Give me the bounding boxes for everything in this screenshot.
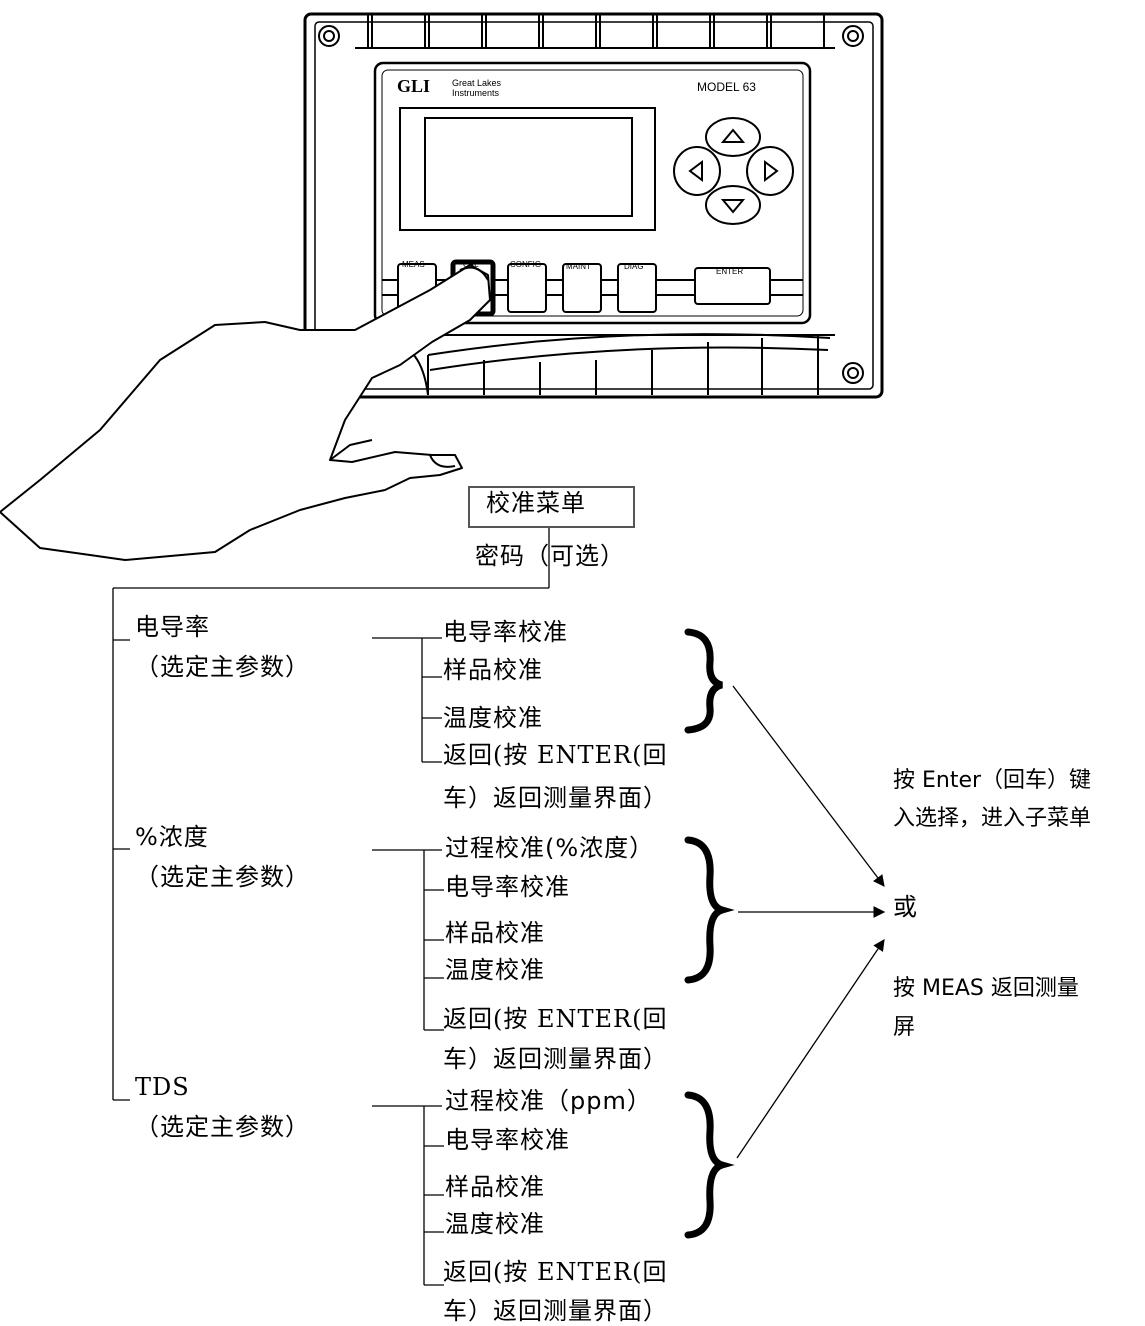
menu-item: 样品校准 xyxy=(445,1173,545,1201)
menu-item: 温度校准 xyxy=(445,956,545,984)
key-label-enter: ENTER xyxy=(716,267,744,276)
menu-item-back: 返回(按 ENTER(回 xyxy=(443,1005,668,1033)
menu-item-back-cont: 车）返回测量界面） xyxy=(443,1297,668,1325)
menu-item: 温度校准 xyxy=(445,1210,545,1238)
group-conductivity-note: （选定主参数） xyxy=(135,653,310,681)
menu-item-back: 返回(按 ENTER(回 xyxy=(443,1258,668,1286)
menu-item: 电导率校准 xyxy=(445,873,570,901)
menu-item: 电导率校准 xyxy=(445,1126,570,1154)
screw-icon xyxy=(318,25,864,384)
brace-icon xyxy=(684,628,735,1239)
menu-item: 温度校准 xyxy=(443,704,543,732)
brand-logo: GLI xyxy=(397,76,431,96)
group-conductivity-name: 电导率 xyxy=(135,613,210,641)
menu-item: 过程校准(%浓度） xyxy=(445,834,655,862)
password-label: 密码（可选） xyxy=(475,542,625,570)
group-concentration-name: %浓度 xyxy=(135,823,209,851)
key-label-meas: MEAS xyxy=(402,260,425,269)
meas-instruction-line2: 屏 xyxy=(893,1015,917,1040)
or-label: 或 xyxy=(893,893,918,921)
group-concentration-note: （选定主参数） xyxy=(135,863,310,891)
group-tds-name: TDS xyxy=(135,1073,190,1101)
menu-title: 校准菜单 xyxy=(486,489,586,517)
menu-item: 样品校准 xyxy=(445,919,545,947)
menu-item: 过程校准（ppm） xyxy=(445,1087,652,1115)
key-label-diag: DIAG xyxy=(624,262,644,271)
model-label: MODEL 63 xyxy=(697,80,756,94)
key-label-config: CONFIG xyxy=(510,260,542,269)
menu-item-back-cont: 车）返回测量界面） xyxy=(443,784,668,812)
menu-item-back-cont: 车）返回测量界面） xyxy=(443,1045,668,1073)
meas-instruction-line1: 按 MEAS 返回测量 xyxy=(893,976,1079,1001)
enter-instruction-line1: 按 Enter（回车）键 xyxy=(893,768,1092,793)
key-label-cal: CAL xyxy=(463,260,479,269)
brand-name-line2: Instruments xyxy=(452,88,500,98)
menu-item-back: 返回(按 ENTER(回 xyxy=(443,741,668,769)
group-tds-note: （选定主参数） xyxy=(135,1113,310,1141)
brand-name-line1: Great Lakes xyxy=(452,78,502,88)
key-label-maint: MAINT xyxy=(566,262,591,271)
menu-item: 电导率校准 xyxy=(443,618,568,646)
enter-instruction-line2: 入选择，进入子菜单 xyxy=(893,806,1092,831)
menu-item: 样品校准 xyxy=(443,656,543,684)
menu-title-box xyxy=(468,486,635,528)
